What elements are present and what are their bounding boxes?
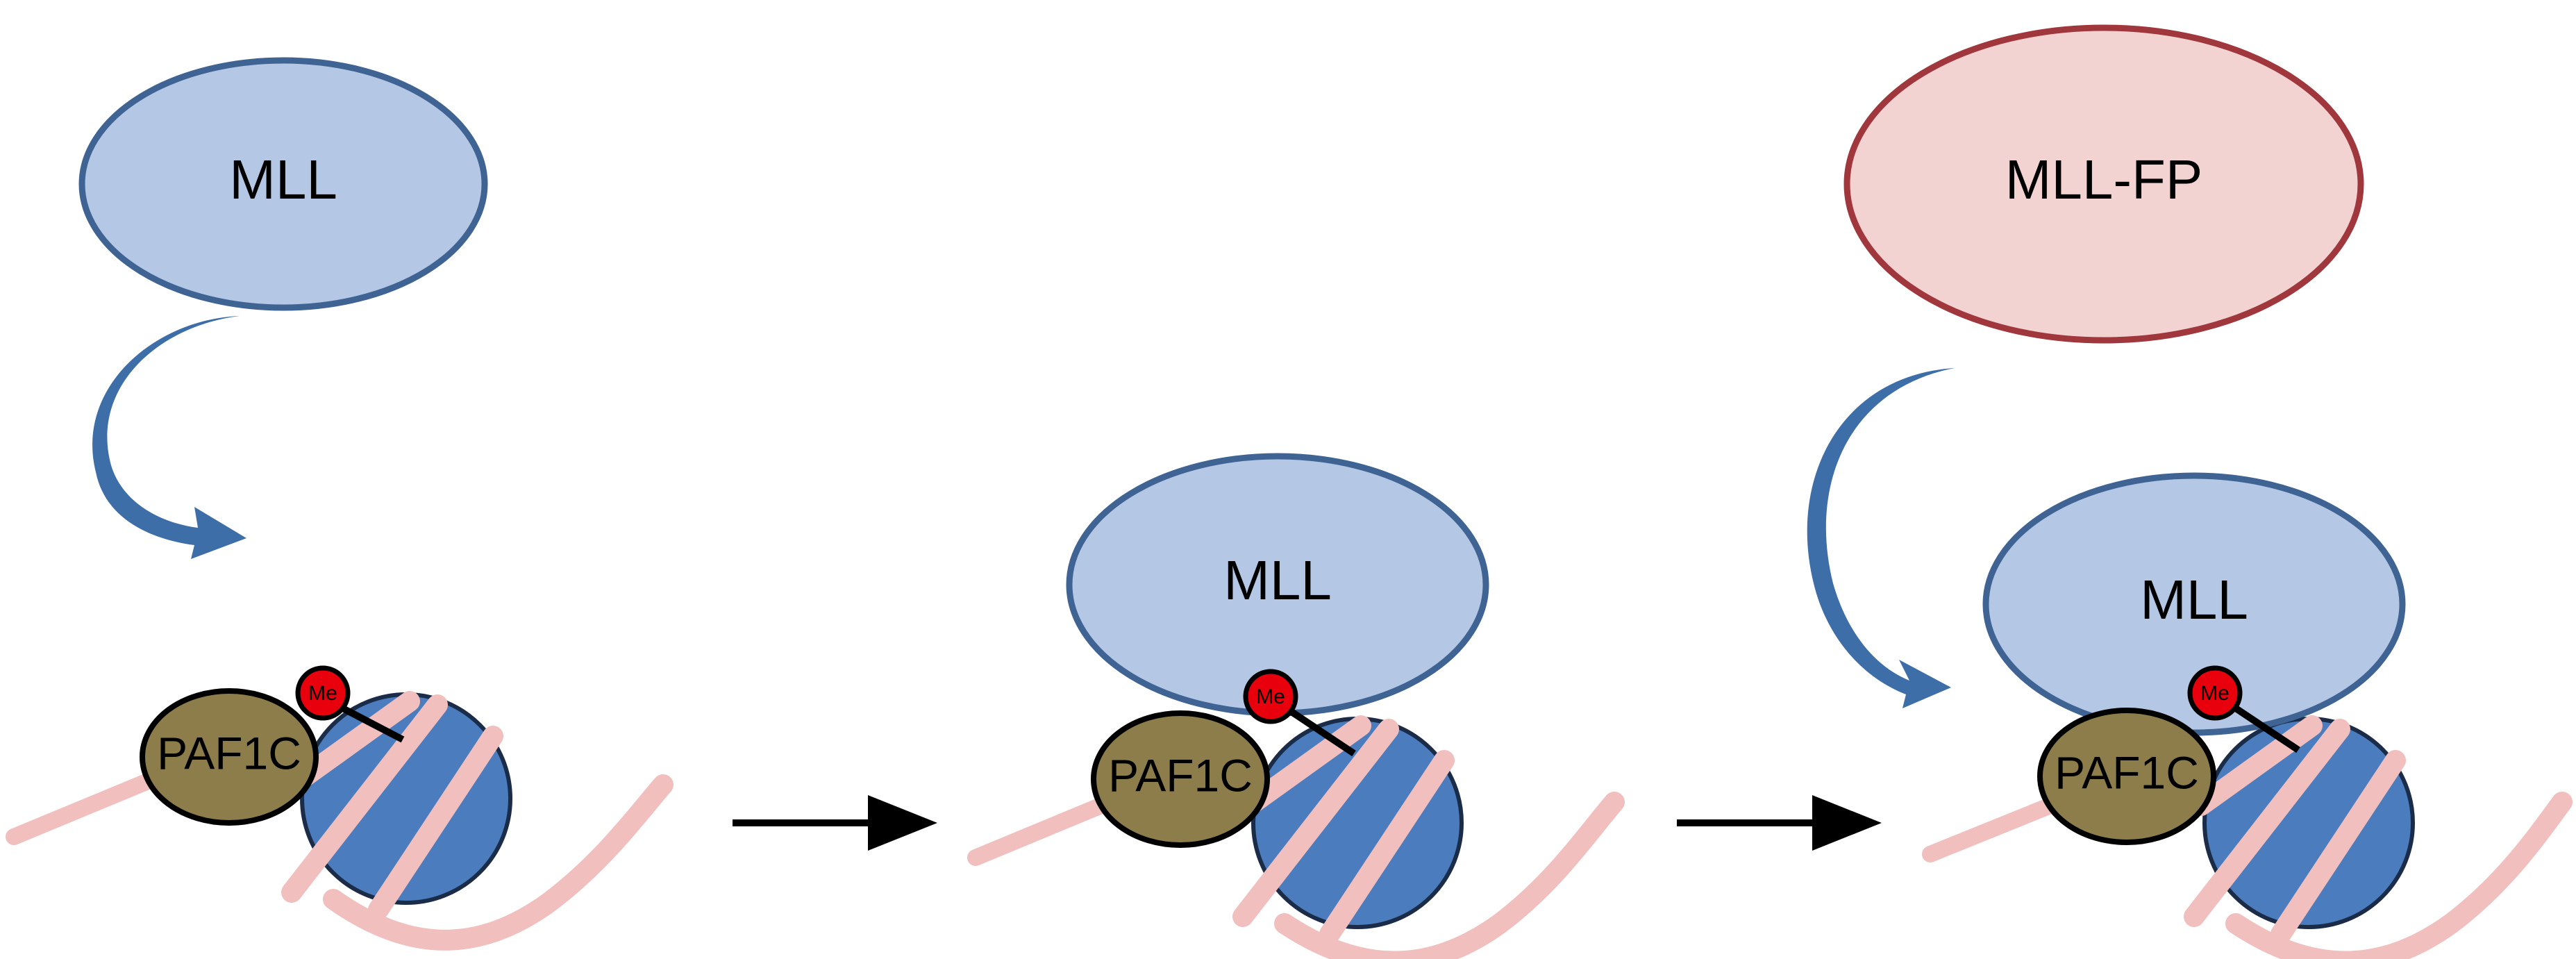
mll-label: MLL <box>1223 549 1332 611</box>
recruitment-curved-arrow <box>92 316 246 559</box>
methyl-label: Me <box>308 682 337 705</box>
dna-strand <box>6 768 168 845</box>
methyl-label: Me <box>1256 685 1285 708</box>
dna-wrap <box>2184 715 2573 959</box>
panel-2: MLL PAF1C Me <box>967 453 1625 959</box>
paf1c-label: PAF1C <box>1108 749 1253 801</box>
dna-strand <box>967 790 1126 866</box>
paf1c-label: PAF1C <box>157 727 301 778</box>
methyl-mark <box>2187 665 2243 721</box>
dna-wrap <box>281 691 674 951</box>
recruitment-curved-arrow <box>1807 368 1955 708</box>
mll-label: MLL <box>2140 569 2248 631</box>
mll-label: MLL <box>229 149 337 210</box>
methyl-label: Me <box>2200 682 2230 705</box>
panel-1: MLL PAF1C Me <box>6 57 674 951</box>
mll-fp-ellipse <box>1843 24 2364 344</box>
panel-3: MLL-FP MLL PAF1C Me <box>1807 24 2573 959</box>
paf1c-ellipse <box>2037 708 2216 845</box>
mll-fp-label: MLL-FP <box>2005 149 2203 210</box>
mll-ellipse <box>78 57 488 311</box>
paf1c-ellipse <box>1091 710 1270 848</box>
paf1c-ellipse <box>140 688 319 826</box>
methyl-mark <box>295 665 351 721</box>
nucleosome-complex: PAF1C Me <box>6 665 674 951</box>
paf1c-label: PAF1C <box>2055 747 2199 798</box>
methyl-mark <box>1243 669 1298 724</box>
